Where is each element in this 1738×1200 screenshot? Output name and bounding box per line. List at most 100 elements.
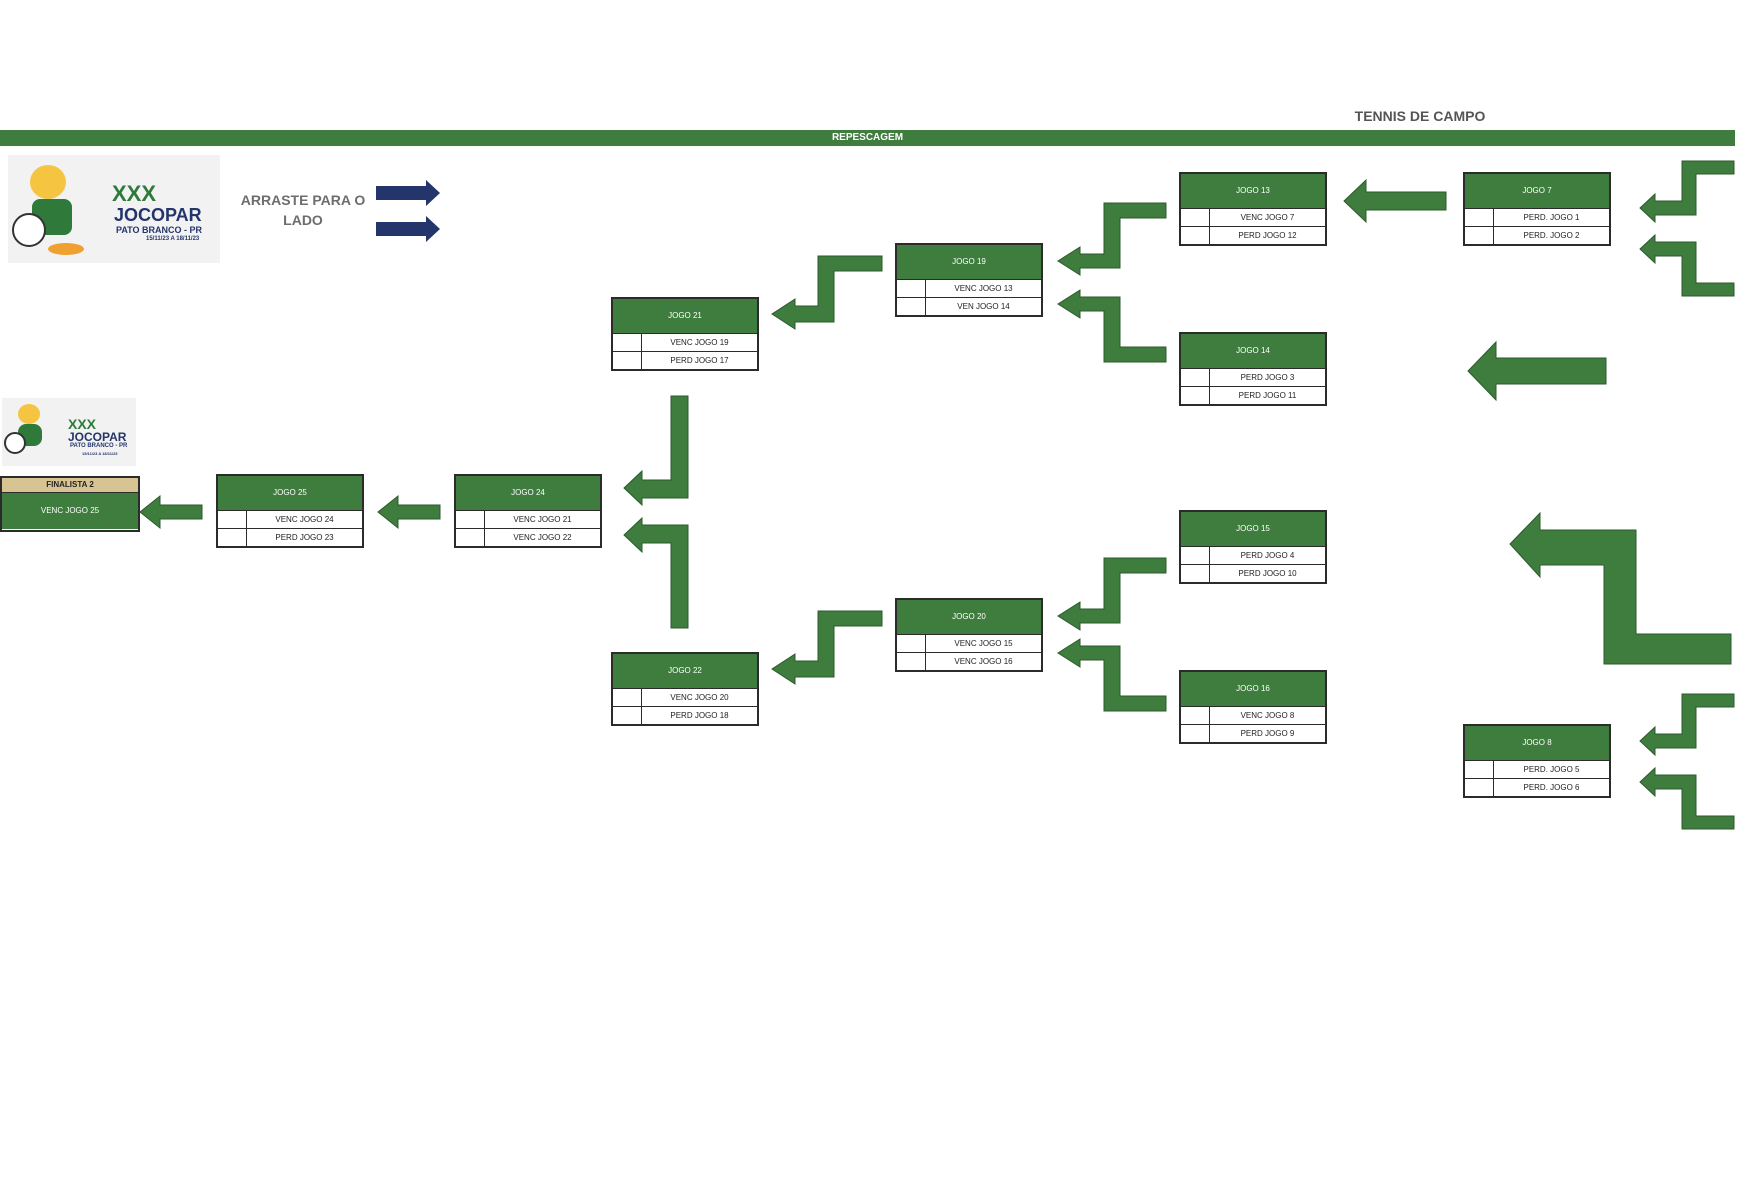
score-cell[interactable] — [456, 529, 485, 546]
match-slot-2: PERD JOGO 17 — [670, 356, 729, 365]
elbow-arrow-icon — [623, 516, 689, 629]
drag-arrow-icon — [376, 180, 440, 206]
score-cell[interactable] — [613, 707, 642, 724]
score-cell[interactable] — [218, 529, 247, 546]
match-title: JOGO 14 — [1181, 334, 1325, 368]
match-jogo15: JOGO 15 PERD JOGO 4 PERD JOGO 10 — [1179, 510, 1327, 584]
score-cell[interactable] — [613, 334, 642, 351]
event-logo-small: XXX JOCOPAR PATO BRANCO - PR 15/11/23 A … — [2, 398, 136, 466]
score-cell[interactable] — [897, 280, 926, 297]
finalist-value: VENC JOGO 25 — [2, 493, 138, 529]
match-slot-2: PERD JOGO 10 — [1238, 569, 1297, 578]
logo-small-line1: XXX — [68, 416, 97, 432]
score-cell[interactable] — [897, 653, 926, 670]
match-slot-2: PERD JOGO 23 — [275, 533, 334, 542]
match-slot-2: VENC JOGO 22 — [513, 533, 572, 542]
match-title: JOGO 15 — [1181, 512, 1325, 546]
match-jogo13: JOGO 13 VENC JOGO 7 PERD JOGO 12 — [1179, 172, 1327, 246]
match-title: JOGO 22 — [613, 654, 757, 688]
score-cell[interactable] — [1465, 761, 1494, 778]
score-cell[interactable] — [218, 511, 247, 528]
match-slot-2: PERD JOGO 9 — [1240, 729, 1295, 738]
logo-small-line3: PATO BRANCO - PR — [70, 443, 128, 449]
match-title: JOGO 16 — [1181, 672, 1325, 706]
match-slot-2: PERD. JOGO 2 — [1523, 231, 1580, 240]
score-cell[interactable] — [1181, 387, 1210, 404]
match-jogo8: JOGO 8 PERD. JOGO 5 PERD. JOGO 6 — [1463, 724, 1611, 798]
match-title: JOGO 25 — [218, 476, 362, 510]
elbow-arrow-icon — [1509, 511, 1732, 665]
finalist-label: FINALISTA 2 — [2, 478, 138, 493]
score-cell[interactable] — [613, 352, 642, 369]
match-title: JOGO 7 — [1465, 174, 1609, 208]
score-cell[interactable] — [1181, 547, 1210, 564]
repescagem-banner: REPESCAGEM — [0, 130, 1735, 146]
match-slot-1: VENC JOGO 20 — [670, 693, 729, 702]
match-jogo22: JOGO 22 VENC JOGO 20 PERD JOGO 18 — [611, 652, 759, 726]
logo-line1: XXX — [112, 181, 157, 206]
score-cell[interactable] — [1181, 565, 1210, 582]
score-cell[interactable] — [1181, 209, 1210, 226]
elbow-arrow-icon — [771, 610, 883, 685]
logo-line3: PATO BRANCO - PR — [116, 225, 203, 235]
match-slot-2: VENC JOGO 16 — [954, 657, 1013, 666]
arrow-icon — [1343, 178, 1447, 224]
match-slot-1: VENC JOGO 7 — [1240, 213, 1295, 222]
match-slot-2: PERD JOGO 18 — [670, 711, 729, 720]
score-cell[interactable] — [897, 635, 926, 652]
elbow-arrow-icon — [771, 255, 883, 330]
match-slot-2: PERD. JOGO 6 — [1523, 783, 1580, 792]
match-slot-1: PERD. JOGO 5 — [1523, 765, 1580, 774]
match-jogo25: JOGO 25 VENC JOGO 24 PERD JOGO 23 — [216, 474, 364, 548]
arrow-icon — [139, 494, 203, 530]
score-cell[interactable] — [1181, 707, 1210, 724]
logo-line4: 15/11/23 A 18/11/23 — [146, 236, 200, 242]
score-cell[interactable] — [613, 689, 642, 706]
match-slot-1: VENC JOGO 24 — [275, 515, 334, 524]
score-cell[interactable] — [456, 511, 485, 528]
match-jogo14: JOGO 14 PERD JOGO 3 PERD JOGO 11 — [1179, 332, 1327, 406]
match-jogo7: JOGO 7 PERD. JOGO 1 PERD. JOGO 2 — [1463, 172, 1611, 246]
match-title: JOGO 21 — [613, 299, 757, 333]
arrow-icon — [1467, 340, 1607, 402]
score-cell[interactable] — [1181, 227, 1210, 244]
finalist-box: FINALISTA 2 VENC JOGO 25 — [0, 476, 140, 532]
score-cell[interactable] — [1465, 779, 1494, 796]
page-title: TENNIS DE CAMPO — [1354, 108, 1486, 124]
score-cell[interactable] — [897, 298, 926, 315]
logo-small-line4: 15/11/23 A 18/11/23 — [82, 451, 118, 456]
score-cell[interactable] — [1465, 209, 1494, 226]
match-title: JOGO 19 — [897, 245, 1041, 279]
match-jogo19: JOGO 19 VENC JOGO 13 VEN JOGO 14 — [895, 243, 1043, 317]
match-jogo16: JOGO 16 VENC JOGO 8 PERD JOGO 9 — [1179, 670, 1327, 744]
match-slot-1: PERD. JOGO 1 — [1523, 213, 1580, 222]
match-jogo24: JOGO 24 VENC JOGO 21 VENC JOGO 22 — [454, 474, 602, 548]
elbow-arrow-icon — [623, 395, 689, 507]
match-title: JOGO 8 — [1465, 726, 1609, 760]
elbow-arrow-icon — [1639, 160, 1735, 224]
elbow-arrow-icon — [1639, 693, 1735, 757]
drag-hint-text: ARRASTE PARA O LADO — [240, 192, 366, 228]
match-slot-1: PERD JOGO 3 — [1240, 373, 1295, 382]
match-title: JOGO 13 — [1181, 174, 1325, 208]
match-jogo20: JOGO 20 VENC JOGO 15 VENC JOGO 16 — [895, 598, 1043, 672]
event-logo: XXX JOCOPAR PATO BRANCO - PR 15/11/23 A … — [8, 155, 220, 263]
score-cell[interactable] — [1181, 725, 1210, 742]
match-slot-1: VENC JOGO 15 — [954, 639, 1013, 648]
logo-line2: JOCOPAR — [114, 205, 202, 225]
score-cell[interactable] — [1465, 227, 1494, 244]
match-slot-2: PERD JOGO 11 — [1238, 391, 1297, 400]
match-slot-1: VENC JOGO 21 — [513, 515, 572, 524]
arrow-icon — [377, 494, 441, 530]
elbow-arrow-icon — [1057, 289, 1167, 363]
logo-small-line2: JOCOPAR — [68, 430, 127, 444]
match-jogo21: JOGO 21 VENC JOGO 19 PERD JOGO 17 — [611, 297, 759, 371]
match-slot-1: VENC JOGO 13 — [954, 284, 1013, 293]
match-slot-2: PERD JOGO 12 — [1238, 231, 1297, 240]
elbow-arrow-icon — [1639, 766, 1735, 830]
match-title: JOGO 20 — [897, 600, 1041, 634]
match-slot-1: VENC JOGO 19 — [670, 338, 729, 347]
score-cell[interactable] — [1181, 369, 1210, 386]
match-slot-1: VENC JOGO 8 — [1240, 711, 1295, 720]
